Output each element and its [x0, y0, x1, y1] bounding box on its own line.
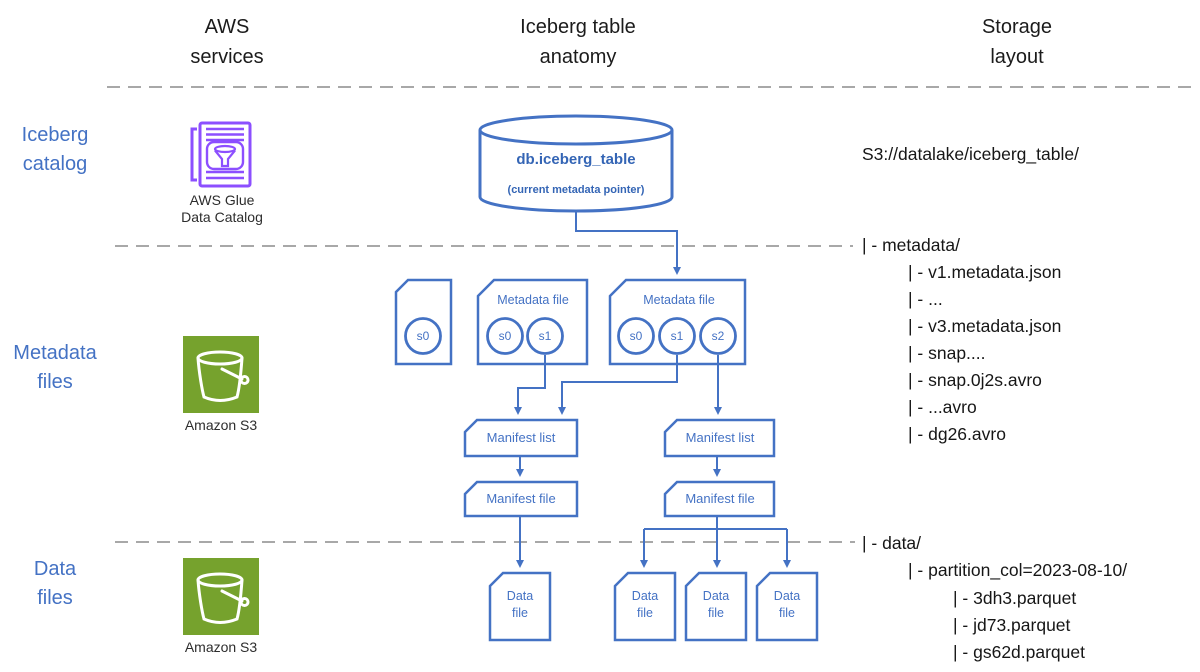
- header-storage-layout: Storage layout: [981, 16, 1053, 68]
- catalog-table-cylinder: [478, 114, 674, 213]
- tree-row-gs62d-parquet: | - gs62d.parquet: [953, 642, 1085, 662]
- tree-row-v3-metadata: | - v3.metadata.json: [908, 316, 1062, 336]
- snapshot-s1: s1: [538, 329, 552, 343]
- section-divider-lines: [107, 86, 1198, 543]
- header-aws-services: AWS services: [190, 16, 264, 68]
- catalog-table-name: db.iceberg_table: [516, 151, 636, 168]
- s3-caption-metadata: Amazon S3: [184, 417, 258, 433]
- data-file-3-label: Data file: [702, 589, 730, 620]
- data-file-4-label: Data file: [773, 589, 801, 620]
- tree-row-3dh3-parquet: | - 3dh3.parquet: [953, 588, 1077, 608]
- row-label-metadata-files: Metadata files: [13, 342, 97, 393]
- snapshot-s0: s0: [498, 329, 512, 343]
- data-file-2-label: Data file: [631, 589, 659, 620]
- manifest-list-2-label: Manifest list: [685, 430, 755, 445]
- data-file-shapes: [488, 571, 819, 642]
- snapshot-circles: [404, 317, 737, 355]
- tree-row-snap-avro: | - snap.0j2s.avro: [908, 370, 1042, 390]
- manifest-file-1-label: Manifest file: [486, 491, 556, 506]
- metadata-file-2-label: Metadata file: [497, 293, 569, 307]
- catalog-pointer-note: (current metadata pointer): [507, 184, 645, 196]
- tree-row-v1-metadata: | - v1.metadata.json: [908, 262, 1062, 282]
- tree-row-partition: | - partition_col=2023-08-10/: [908, 560, 1128, 580]
- snapshot-s1: s1: [670, 329, 684, 343]
- tree-row-data-dir: | - data/: [862, 533, 922, 553]
- snapshot-s2: s2: [711, 329, 725, 343]
- manifest-list-1-label: Manifest list: [486, 430, 556, 445]
- storage-root-path: S3://datalake/iceberg_table/: [862, 144, 1079, 164]
- snapshot-s0: s0: [416, 329, 430, 343]
- snapshot-s0: s0: [629, 329, 643, 343]
- metadata-file-3-label: Metadata file: [643, 293, 715, 307]
- manifest-shapes: [463, 418, 776, 518]
- tree-row-dg26-avro: | - dg26.avro: [908, 424, 1006, 444]
- tree-row-metadata-dir: | - metadata/: [862, 235, 960, 255]
- tree-row-ellipsis-avro: | - ...avro: [908, 397, 977, 417]
- row-label-iceberg-catalog: Iceberg catalog: [21, 124, 89, 175]
- glue-caption: AWS Glue Data Catalog: [181, 192, 263, 225]
- s3-bucket-icon-metadata: [183, 336, 259, 413]
- header-iceberg-anatomy: Iceberg table anatomy: [520, 16, 636, 68]
- connector-arrows: [514, 212, 791, 568]
- data-file-1-label: Data file: [506, 589, 534, 620]
- glue-data-catalog-icon: [190, 121, 252, 188]
- tree-row-jd73-parquet: | - jd73.parquet: [953, 615, 1071, 635]
- row-label-data-files: Data files: [33, 558, 77, 609]
- tree-row-ellipsis: | - ...: [908, 289, 943, 309]
- s3-caption-data: Amazon S3: [184, 639, 258, 655]
- manifest-file-2-label: Manifest file: [685, 491, 755, 506]
- s3-bucket-icon-data: [183, 558, 259, 635]
- tree-row-snap: | - snap....: [908, 343, 986, 363]
